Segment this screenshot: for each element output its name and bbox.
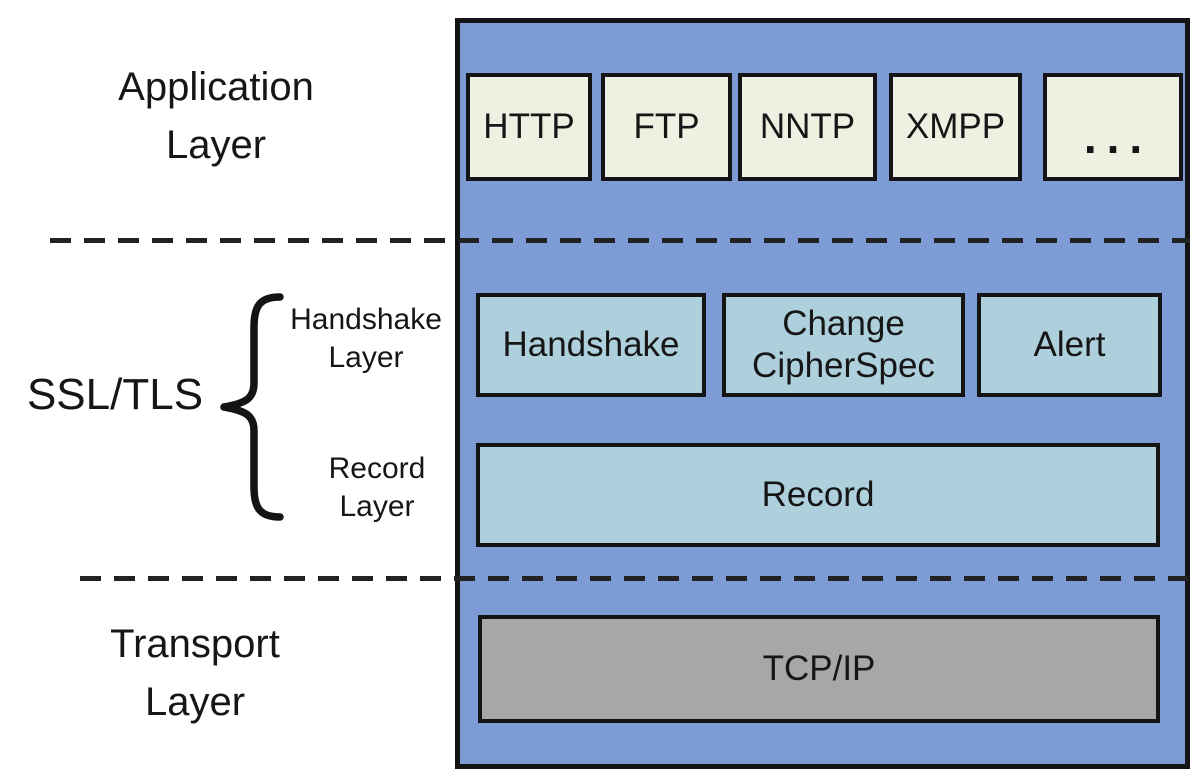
protocol-box-http-label: HTTP: [483, 107, 575, 146]
protocol-box-ftp: FTP: [601, 73, 732, 181]
protocol-box-nntp-label: NNTP: [759, 107, 856, 146]
protocol-box-record: Record: [476, 443, 1160, 547]
protocol-box-alert: Alert: [977, 293, 1162, 397]
ssl-tls-label: SSL/TLS: [26, 370, 204, 419]
handshake-sublayer-label: Handshake Layer: [290, 303, 442, 374]
protocol-box-change-cipherspec: Change CipherSpec: [722, 293, 965, 397]
protocol-box-ftp-label: FTP: [633, 107, 700, 146]
transport-layer-label: Transport Layer: [110, 622, 280, 724]
protocol-box-tcpip-label: TCP/IP: [762, 649, 876, 688]
protocol-box-change-cipherspec-label: Change CipherSpec: [752, 304, 935, 385]
protocol-box-xmpp-label: XMPP: [905, 107, 1006, 146]
separator-ssl-transport: [80, 576, 1190, 581]
ssl-tls-brace-icon: [218, 291, 290, 523]
record-sublayer-label: Record Layer: [328, 452, 426, 523]
application-layer-label: Application Layer: [118, 65, 314, 167]
ellipsis-icon: ...: [1083, 111, 1153, 163]
protocol-box-record-label: Record: [761, 475, 875, 514]
protocol-box-alert-label: Alert: [1033, 325, 1106, 364]
protocol-box-handshake: Handshake: [476, 293, 706, 397]
protocol-box-xmpp: XMPP: [889, 73, 1022, 181]
protocol-box-ellipsis: ...: [1043, 73, 1183, 181]
protocol-box-nntp: NNTP: [738, 73, 877, 181]
protocol-box-http: HTTP: [466, 73, 592, 181]
protocol-box-tcpip: TCP/IP: [478, 615, 1160, 723]
separator-application-ssl: [50, 238, 1190, 243]
protocol-box-handshake-label: Handshake: [502, 325, 680, 364]
